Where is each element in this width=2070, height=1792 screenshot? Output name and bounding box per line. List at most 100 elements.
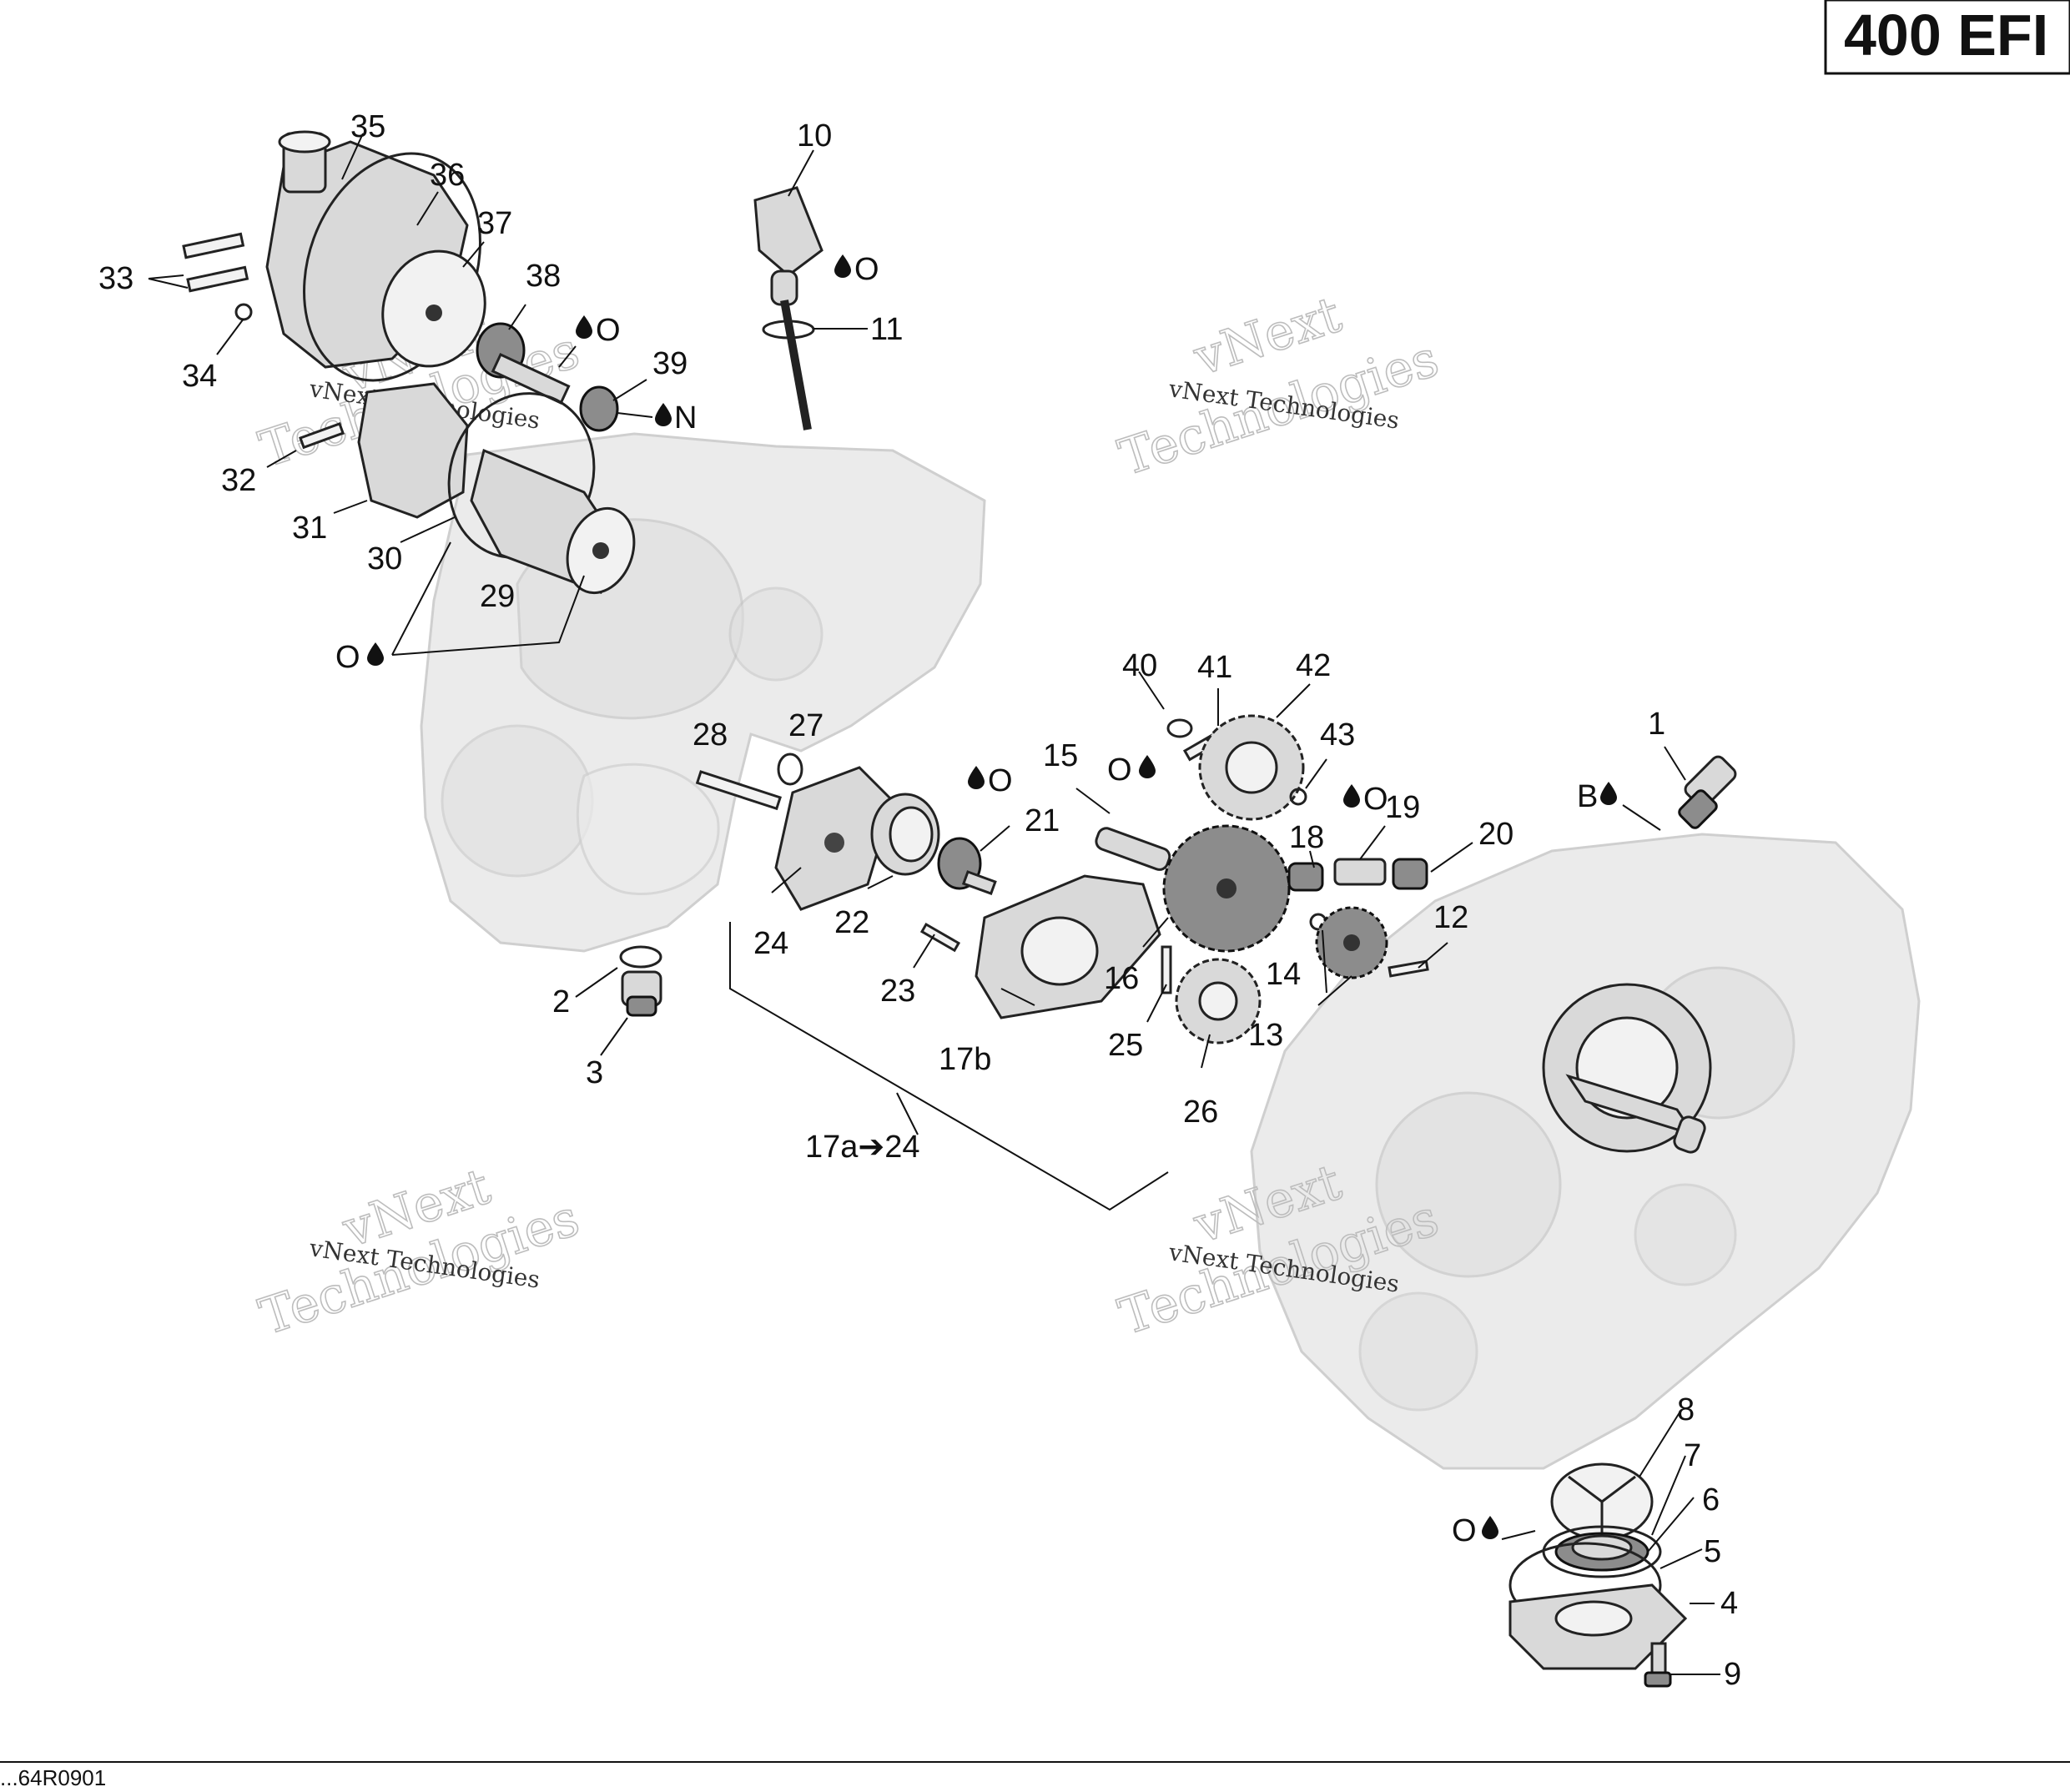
- lube-oil-label: O: [335, 640, 360, 675]
- callout-15: 15: [1043, 738, 1078, 773]
- leader-lines: [148, 133, 1720, 1675]
- callout-24: 24: [753, 926, 788, 961]
- callout-31: 31: [292, 511, 327, 546]
- watermark-bottom-left: vNext Technologies vNext Technologies: [252, 1156, 587, 1347]
- callout-34: 34: [182, 359, 217, 394]
- callout-27: 27: [788, 708, 823, 743]
- callout-21: 21: [1025, 803, 1060, 838]
- impeller: [381, 249, 486, 368]
- lube-oil-label: O: [988, 763, 1013, 798]
- lube-mark-nut: N: [655, 400, 697, 435]
- model-badge: 400 EFI: [1824, 0, 2070, 75]
- screws-33: [182, 232, 249, 293]
- callouts: 1 2 3 4 5 6 7 8 9 10 11 12 13 14 15 16 1…: [98, 109, 1741, 1692]
- pin-15: [1095, 827, 1171, 871]
- callout-19: 19: [1385, 790, 1420, 825]
- collar-6: [1554, 1532, 1649, 1572]
- watermark-top-center: vNext Technologies vNext Technologies: [1111, 284, 1446, 488]
- lube-mark-oil: O: [1452, 1513, 1498, 1548]
- callout-36: 36: [430, 158, 465, 193]
- callout-35: 35: [350, 109, 385, 144]
- gear-13: [1315, 906, 1388, 979]
- lube-mark-oil: O: [1107, 753, 1156, 788]
- callout-13: 13: [1248, 1018, 1283, 1053]
- lube-mark-bearing: B: [1577, 779, 1617, 814]
- model-badge-frame: [1824, 0, 2070, 75]
- inner-rotor-21: [937, 837, 997, 895]
- callout-17b: 17b: [939, 1042, 991, 1077]
- oil-drop-icon: [1139, 755, 1156, 778]
- lubricant-marks: O N O O O O O B O: [335, 252, 1617, 1548]
- oil-drop-icon: [968, 766, 985, 789]
- circlip-43: [1289, 788, 1307, 806]
- callout-25: 25: [1108, 1028, 1143, 1063]
- callout-23: 23: [880, 974, 915, 1009]
- lube-oil-label: O: [1107, 753, 1132, 788]
- oil-pump-cover-24: [774, 766, 894, 911]
- lube-bearing-label: B: [1577, 779, 1598, 814]
- callout-9: 9: [1724, 1657, 1741, 1692]
- callout-42: 42: [1296, 648, 1331, 683]
- callout-2: 2: [552, 984, 570, 1019]
- oil-drop-icon: [1600, 782, 1617, 805]
- callout-32: 32: [221, 463, 256, 498]
- screw-9: [1644, 1642, 1672, 1688]
- callout-26: 26: [1183, 1095, 1218, 1130]
- washer-40: [1166, 718, 1193, 738]
- callout-39: 39: [652, 346, 687, 381]
- lube-oil-label: O: [1363, 782, 1388, 817]
- oil-drop-icon: [576, 315, 592, 339]
- oil-pump-housing-17b: [975, 874, 1161, 1019]
- lube-oil-label: O: [1452, 1513, 1477, 1548]
- pin-25: [1161, 945, 1172, 994]
- callout-18: 18: [1289, 820, 1324, 855]
- callout-38: 38: [526, 259, 561, 294]
- callout-12: 12: [1433, 900, 1468, 935]
- callout-30: 30: [367, 541, 402, 576]
- model-badge-label: 400 EFI: [1844, 3, 2048, 68]
- oil-drop-icon: [655, 403, 672, 426]
- lube-oil-label: O: [596, 313, 621, 348]
- pin-23: [919, 922, 961, 953]
- callout-16: 16: [1104, 961, 1139, 996]
- oil-drop-icon: [367, 642, 384, 666]
- relief-valve-18: [1287, 862, 1324, 892]
- oil-drop-icon: [1482, 1516, 1498, 1539]
- callout-14: 14: [1266, 957, 1301, 992]
- drain-plug-3: [621, 970, 662, 1017]
- oil-filter: [470, 448, 636, 595]
- callout-3: 3: [586, 1055, 603, 1090]
- lube-mark-oil: O: [576, 313, 621, 348]
- gear-16: [1162, 824, 1291, 953]
- lube-mark-oil: O: [335, 640, 384, 675]
- callout-5: 5: [1704, 1534, 1721, 1569]
- oil-drop-icon: [1343, 784, 1360, 808]
- footer: ...64R0901: [0, 1761, 2070, 1790]
- lube-mark-oil: O: [834, 252, 879, 287]
- lube-mark-oil: O: [1343, 782, 1388, 817]
- lube-nut-label: N: [674, 400, 697, 435]
- pin-12: [1388, 959, 1429, 978]
- cover-4: [1508, 1583, 1688, 1670]
- callout-33: 33: [98, 261, 133, 296]
- gear-26: [1175, 958, 1262, 1044]
- callout-17a-24: 17a➔24: [805, 1130, 920, 1165]
- outer-rotor-22: [870, 793, 940, 876]
- oil-drop-icon: [834, 254, 851, 278]
- callout-28: 28: [693, 717, 728, 753]
- oring-7: [1542, 1525, 1662, 1578]
- callout-11: 11: [870, 312, 903, 347]
- sensor-1: [1678, 755, 1737, 829]
- callout-10: 10: [797, 118, 832, 154]
- washer-34: [234, 303, 253, 321]
- callout-20: 20: [1478, 817, 1513, 852]
- callout-4: 4: [1720, 1586, 1738, 1621]
- callout-8: 8: [1677, 1392, 1695, 1427]
- callout-41: 41: [1197, 650, 1232, 685]
- callout-7: 7: [1684, 1438, 1701, 1473]
- pump-shaft: [476, 322, 571, 405]
- screw-32: [299, 421, 345, 450]
- lube-mark-oil: O: [968, 763, 1013, 798]
